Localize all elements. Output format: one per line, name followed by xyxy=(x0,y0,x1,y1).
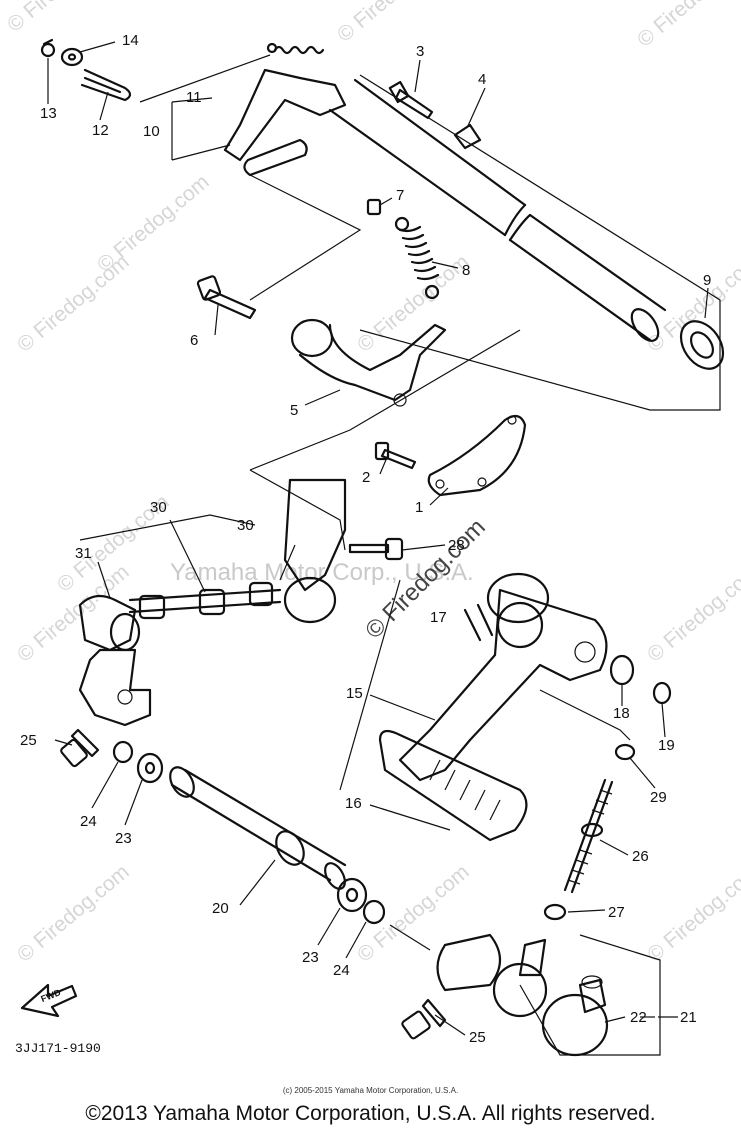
callout-13: 13 xyxy=(40,105,57,122)
part-4-plate xyxy=(453,123,482,150)
callout-21: 21 xyxy=(680,1009,697,1026)
callout-15: 15 xyxy=(346,685,363,702)
callout-24: 24 xyxy=(333,962,350,979)
part-16-pedal-rubber xyxy=(378,729,528,842)
part-8-spring xyxy=(394,216,440,300)
part-30-lower-lever xyxy=(78,648,152,727)
part-1-plate xyxy=(427,414,527,497)
callout-16: 16 xyxy=(345,795,362,812)
watermark: © Firedog.com xyxy=(93,170,214,276)
callout-23: 23 xyxy=(115,830,132,847)
leader-line xyxy=(139,54,271,103)
callout-17: 17 xyxy=(430,609,447,626)
callout-30: 30 xyxy=(237,517,254,534)
part-31-bolt xyxy=(348,537,404,561)
part-23-washer xyxy=(136,752,164,784)
part-26-rod xyxy=(563,778,614,894)
part-21-rod-end xyxy=(436,933,548,1018)
callout-24: 24 xyxy=(80,813,97,830)
part-18-washer xyxy=(609,654,635,686)
callout-5: 5 xyxy=(290,402,298,419)
callout-11: 11 xyxy=(186,89,202,106)
callout-9: 9 xyxy=(703,272,711,289)
callout-2: 2 xyxy=(362,469,370,486)
part-20-shaft xyxy=(169,766,347,890)
callout-leaders xyxy=(47,41,709,1036)
part-14-washer xyxy=(60,47,84,67)
callout-23: 23 xyxy=(302,949,319,966)
fwd-arrow-icon: FWD xyxy=(20,983,78,1018)
watermark: © Firedog.com xyxy=(633,0,741,52)
group-lines xyxy=(79,54,721,1056)
part-28-nut xyxy=(614,743,636,761)
callout-1: 1 xyxy=(415,499,423,516)
watermark: © Firedog.com xyxy=(13,860,134,966)
part-7-bolt xyxy=(366,198,382,216)
part-6-bolt xyxy=(196,275,257,320)
callout-18: 18 xyxy=(613,705,630,722)
callout-31: 28 xyxy=(448,537,465,554)
part-30-rod-end xyxy=(78,478,347,652)
part-11-spring xyxy=(266,42,325,55)
callout-28: 29 xyxy=(650,789,667,806)
callout-29: 30 xyxy=(150,499,167,516)
callout-7: 7 xyxy=(396,187,404,204)
parts-diagram: © Firedog.com © Firedog.com © Firedog.co… xyxy=(3,0,741,1057)
part-25-bolt xyxy=(60,728,100,768)
part-25-bolt xyxy=(401,998,447,1040)
drawing-code: 3JJ171-9190 xyxy=(15,1041,101,1056)
part-10-shift-arm xyxy=(223,68,347,177)
part-15-shift-pedal xyxy=(398,588,608,782)
part-24-clip xyxy=(362,899,386,925)
callout-25: 25 xyxy=(20,732,37,749)
callouts: 14 13 12 11 10 3 4 7 8 9 6 5 2 1 30 30 3… xyxy=(15,32,711,1056)
part-13-clip xyxy=(40,38,56,58)
part-27-nut xyxy=(543,903,567,921)
callout-8: 8 xyxy=(462,262,470,279)
watermark: © Firedog.com xyxy=(643,860,741,966)
watermarks: © Firedog.com © Firedog.com © Firedog.co… xyxy=(3,0,741,967)
part-22-ball-joint xyxy=(541,975,609,1057)
callout-10: 10 xyxy=(143,123,160,140)
part-23-washer xyxy=(336,877,368,913)
small-copyright: (c) 2005-2015 Yamaha Motor Corporation, … xyxy=(282,1086,459,1095)
part-19-clip xyxy=(652,681,672,705)
part-5-stopper-lever xyxy=(290,318,447,407)
watermark: © Firedog.com xyxy=(3,0,124,37)
part-24-clip xyxy=(112,740,134,764)
part-29-shift-rod xyxy=(128,581,282,620)
callout-3: 3 xyxy=(416,43,424,60)
callout-20: 20 xyxy=(212,900,229,917)
watermark: © Firedog.com xyxy=(643,560,741,666)
part-2-bolt xyxy=(374,441,417,470)
callout-22: 22 xyxy=(630,1009,647,1026)
part-12-pin xyxy=(80,68,132,102)
watermark: © Firedog.com xyxy=(333,0,454,47)
callout-25: 25 xyxy=(469,1029,486,1046)
part-9-shift-shaft xyxy=(328,78,725,370)
part-17-boss xyxy=(463,572,550,649)
copyright-footer: ©2013 Yamaha Motor Corporation, U.S.A. A… xyxy=(85,1102,656,1125)
callout-12: 12 xyxy=(92,122,109,139)
callout-26: 26 xyxy=(632,848,649,865)
callout-4: 4 xyxy=(478,71,486,88)
watermark: © Firedog.com xyxy=(353,250,474,356)
callout-27: 27 xyxy=(608,904,625,921)
callout-6: 6 xyxy=(190,332,198,349)
callout-19: 19 xyxy=(658,737,675,754)
callout-14: 14 xyxy=(122,32,139,49)
watermark: © Firedog.com xyxy=(353,860,474,966)
callout-30: 31 xyxy=(75,545,92,562)
part-3-bolt xyxy=(388,80,434,120)
